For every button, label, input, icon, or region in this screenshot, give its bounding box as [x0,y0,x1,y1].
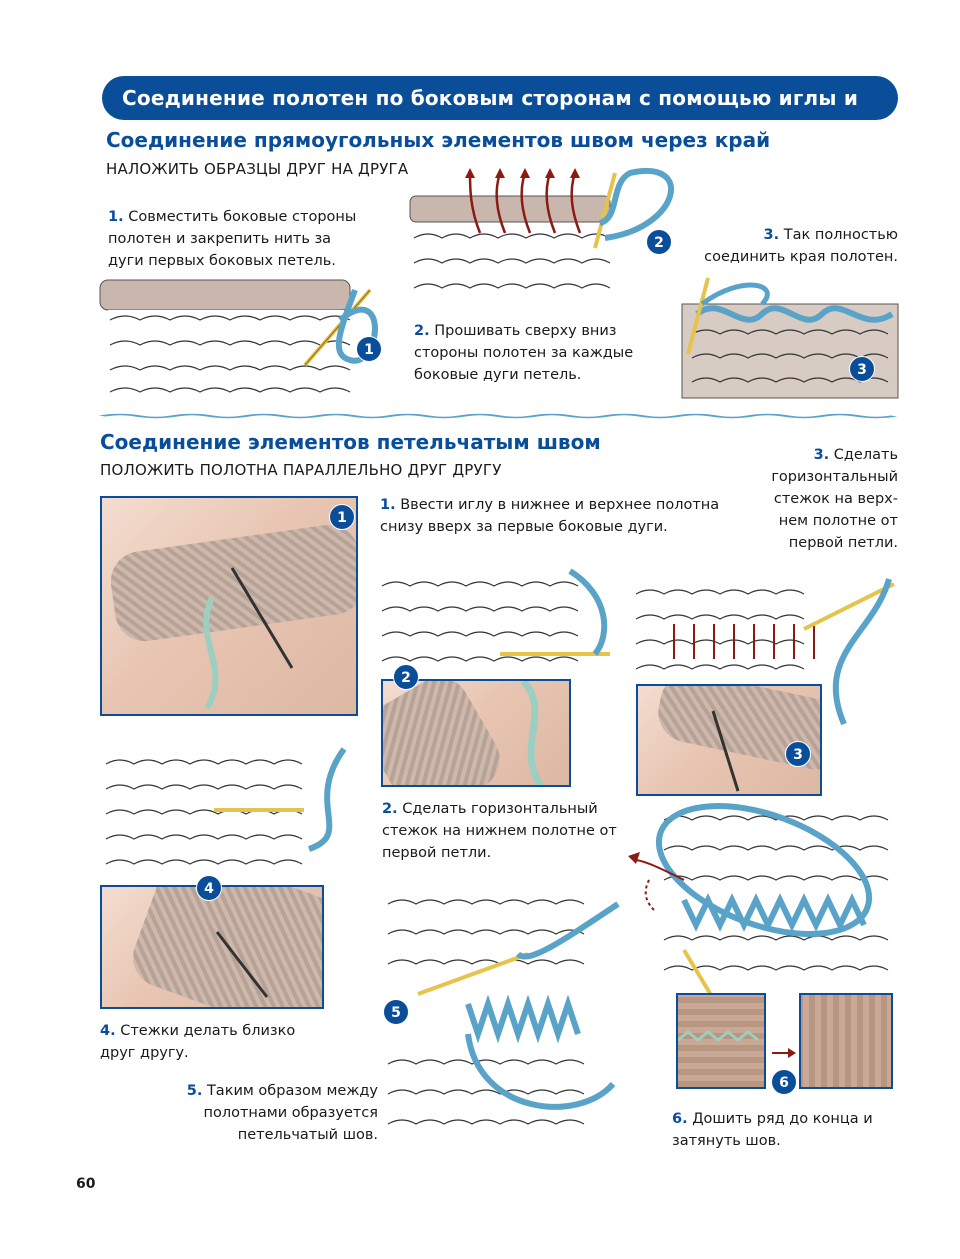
section2-subtitle: ПОЛОЖИТЬ ПОЛОТНА ПАРАЛЛЕЛЬНО ДРУГ ДРУГУ [100,461,502,479]
s1-knit-illustration-3 [681,277,899,399]
s2-badge-6: 6 [771,1069,797,1095]
s1-badge-3: 3 [849,356,875,382]
s2-step4-body: Стежки делать близко друг другу. [100,1023,296,1061]
s2-step2-text: 2. Сделать горизонтальный стежок на нижн… [382,798,632,864]
s2-photo-4 [100,885,324,1009]
s1-step3-body: Так полностью соединить края полотен. [704,227,898,265]
s2-badge-1: 1 [329,504,355,530]
s1-step1-text: 1. Совместить боковые стороны полотен и … [108,206,368,272]
s2-step4-num: 4. [100,1023,116,1039]
s2-step4-text: 4. Стежки делать близко друг другу. [100,1020,330,1064]
s1-knit-illustration-1 [99,279,378,398]
s2-step1-body: Ввести иглу в нижнее и верхнее полотна с… [380,497,720,535]
s2-knit-diagram-4 [105,747,347,865]
page-number: 60 [76,1176,96,1192]
s2-step3-text: 3. Сделать горизонтальный стежок на верх… [760,444,898,554]
section2-title: Соединение элементов петельчатым швом [100,430,601,454]
s1-badge-1: 1 [356,336,382,362]
s2-photo-3 [636,684,822,796]
s1-knit-illustration-2 [409,168,674,289]
s1-step2-text: 2. Прошивать сверху вниз стороны полотен… [414,320,644,386]
s2-photo-6a [676,993,766,1089]
section1-subtitle: НАЛОЖИТЬ ОБРАЗЦЫ ДРУГ НА ДРУГА [106,160,409,178]
s1-step1-body: Совместить боковые стороны полотен и зак… [108,209,357,269]
s2-knit-diagram-2 [381,568,610,662]
s1-step2-num: 2. [414,323,430,339]
s2-step2-num: 2. [382,801,398,817]
s2-photo-2 [381,679,571,787]
s2-knit-diagram-3 [635,578,895,726]
s1-step1-num: 1. [108,209,124,225]
s2-step5-body: Таким образом между полотнами образуется… [203,1083,378,1143]
s1-badge-2: 2 [646,229,672,255]
s2-photo-1 [100,496,358,716]
s2-knit-diagram-5 [387,899,620,1125]
s2-badge-4: 4 [196,875,222,901]
s1-step3-num: 3. [763,227,780,243]
s2-photo-6b [799,993,893,1089]
arrow-right-icon [772,1048,796,1058]
s2-badge-5: 5 [383,999,409,1025]
s2-knit-diagram-6 [628,803,889,1002]
s2-step1-num: 1. [380,497,396,513]
s2-step5-num: 5. [186,1083,203,1099]
s2-step6-body: Дошить ряд до конца и затянуть шов. [672,1111,873,1149]
s2-step6-text: 6. Дошить ряд до конца и затянуть шов. [672,1108,892,1152]
s1-step3-text: 3. Так полностью соединить края полотен. [700,224,898,268]
s2-step2-body: Сделать горизонтальный стежок на нижнем … [382,801,617,861]
s2-step5-text: 5. Таким образом между полотнами образуе… [180,1080,378,1146]
s1-step2-body: Прошивать сверху вниз стороны полотен за… [414,323,634,383]
s2-badge-2: 2 [393,664,419,690]
s2-badge-3: 3 [785,741,811,767]
s2-step1-text: 1. Ввести иглу в нижнее и верхнее полотн… [380,494,760,538]
s2-step6-num: 6. [672,1111,688,1127]
section-divider [98,413,898,419]
section1-title: Соединение прямоугольных элементов швом … [106,128,771,152]
s2-step3-num: 3. [813,447,830,463]
s2-step3-body: Сделать горизонтальный стежок на верх-не… [771,447,898,551]
section-banner: Соединение полотен по боковым сторонам с… [102,76,898,154]
